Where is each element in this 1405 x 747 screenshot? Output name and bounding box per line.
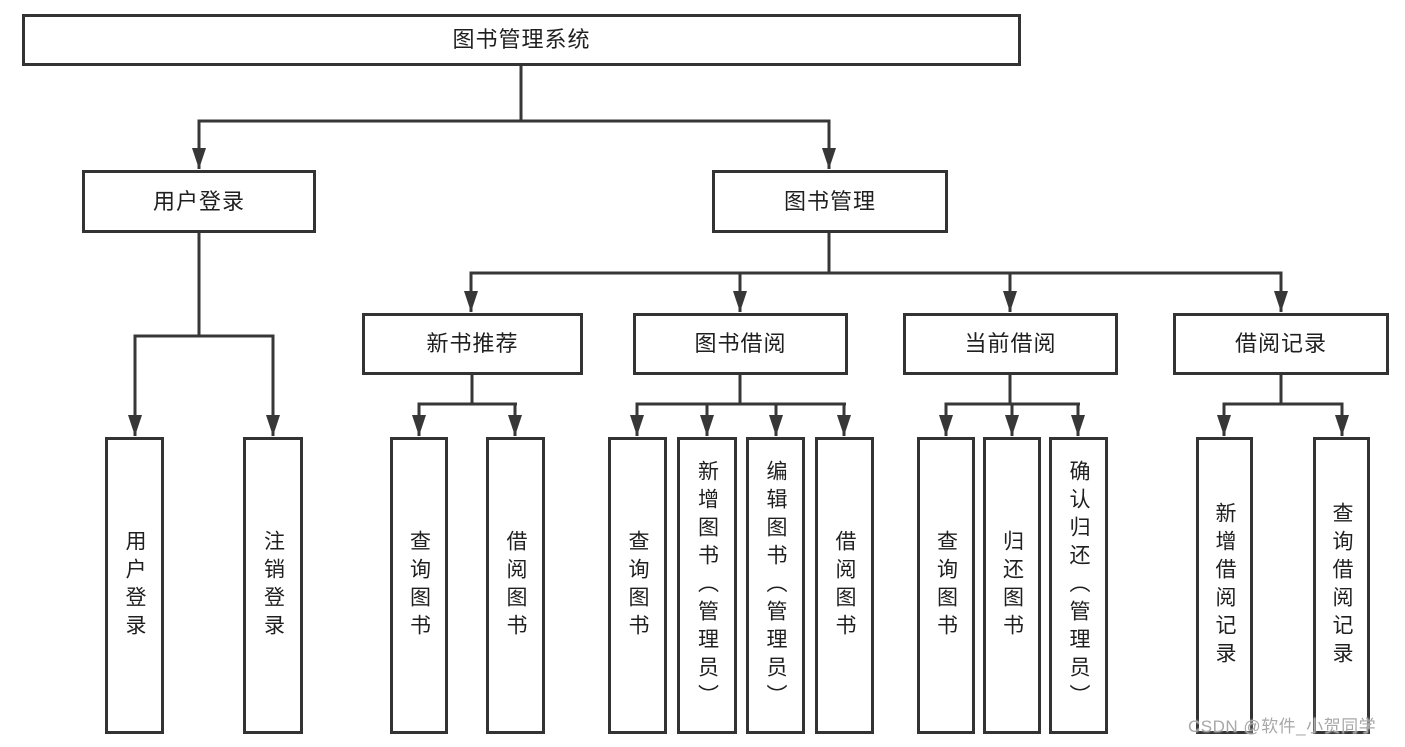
connector-book-borrow-children	[630, 375, 851, 436]
node-label: 当前借阅	[964, 331, 1057, 356]
leaf-confirm-return-admin: 确认归还（管理员）	[1049, 437, 1108, 734]
node-label: 图书管理系统	[452, 27, 591, 52]
leaf-add-borrow-record: 新增借阅记录	[1196, 437, 1253, 734]
node-label: 查询图书	[934, 529, 958, 642]
node-current-borrow: 当前借阅	[903, 313, 1118, 375]
connector-new-book-rec-children	[412, 375, 522, 436]
node-label: 查询图书	[407, 529, 431, 642]
node-new-book-recommend: 新书推荐	[362, 313, 583, 375]
node-label: 归还图书	[1000, 529, 1024, 642]
csdn-watermark: CSDN @软件_小贺同学	[1188, 717, 1377, 736]
node-borrow-record: 借阅记录	[1173, 313, 1389, 375]
node-user-login: 用户登录	[82, 170, 316, 233]
node-label: 借阅图书	[833, 529, 856, 642]
node-book-management: 图书管理	[712, 170, 948, 233]
node-label: 用户登录	[123, 529, 146, 642]
node-label: 图书管理	[783, 188, 876, 214]
leaf-query-borrow-record: 查询借阅记录	[1313, 437, 1370, 734]
leaf-edit-books-admin: 编辑图书（管理员）	[746, 437, 805, 734]
leaf-query-books: 查询图书	[917, 437, 975, 734]
node-label: 新增借阅记录	[1213, 501, 1236, 670]
node-book-borrow: 图书借阅	[633, 313, 848, 375]
node-label: 新书推荐	[426, 331, 519, 356]
connector-user-login-children	[128, 233, 280, 436]
leaf-query-books: 查询图书	[390, 437, 448, 734]
node-label: 图书借阅	[694, 331, 787, 356]
connector-book-mgmt-children	[464, 233, 1288, 312]
node-label: 注销登录	[261, 529, 285, 642]
leaf-add-books-admin: 新增图书（管理员）	[677, 437, 737, 734]
leaf-logout: 注销登录	[243, 437, 303, 734]
node-label: 新增图书（管理员）	[695, 459, 719, 712]
node-label: 编辑图书（管理员）	[764, 459, 787, 712]
leaf-borrow-books: 借阅图书	[486, 437, 545, 734]
node-label: 确认归还（管理员）	[1067, 459, 1090, 712]
leaf-return-books: 归还图书	[983, 437, 1041, 734]
node-label: 查询借阅记录	[1330, 501, 1353, 670]
node-label: 查询图书	[626, 529, 649, 642]
connector-borrow-record-children	[1217, 375, 1349, 436]
leaf-query-books: 查询图书	[608, 437, 667, 734]
node-label: 借阅记录	[1234, 331, 1327, 356]
leaf-user-login: 用户登录	[105, 437, 164, 734]
connector-root-to-level1	[192, 66, 836, 169]
node-library-management-system: 图书管理系统	[22, 14, 1021, 66]
node-label: 借阅图书	[504, 529, 527, 642]
leaf-borrow-books: 借阅图书	[815, 437, 874, 734]
connector-current-borrow-children	[939, 375, 1085, 436]
node-label: 用户登录	[152, 188, 245, 214]
